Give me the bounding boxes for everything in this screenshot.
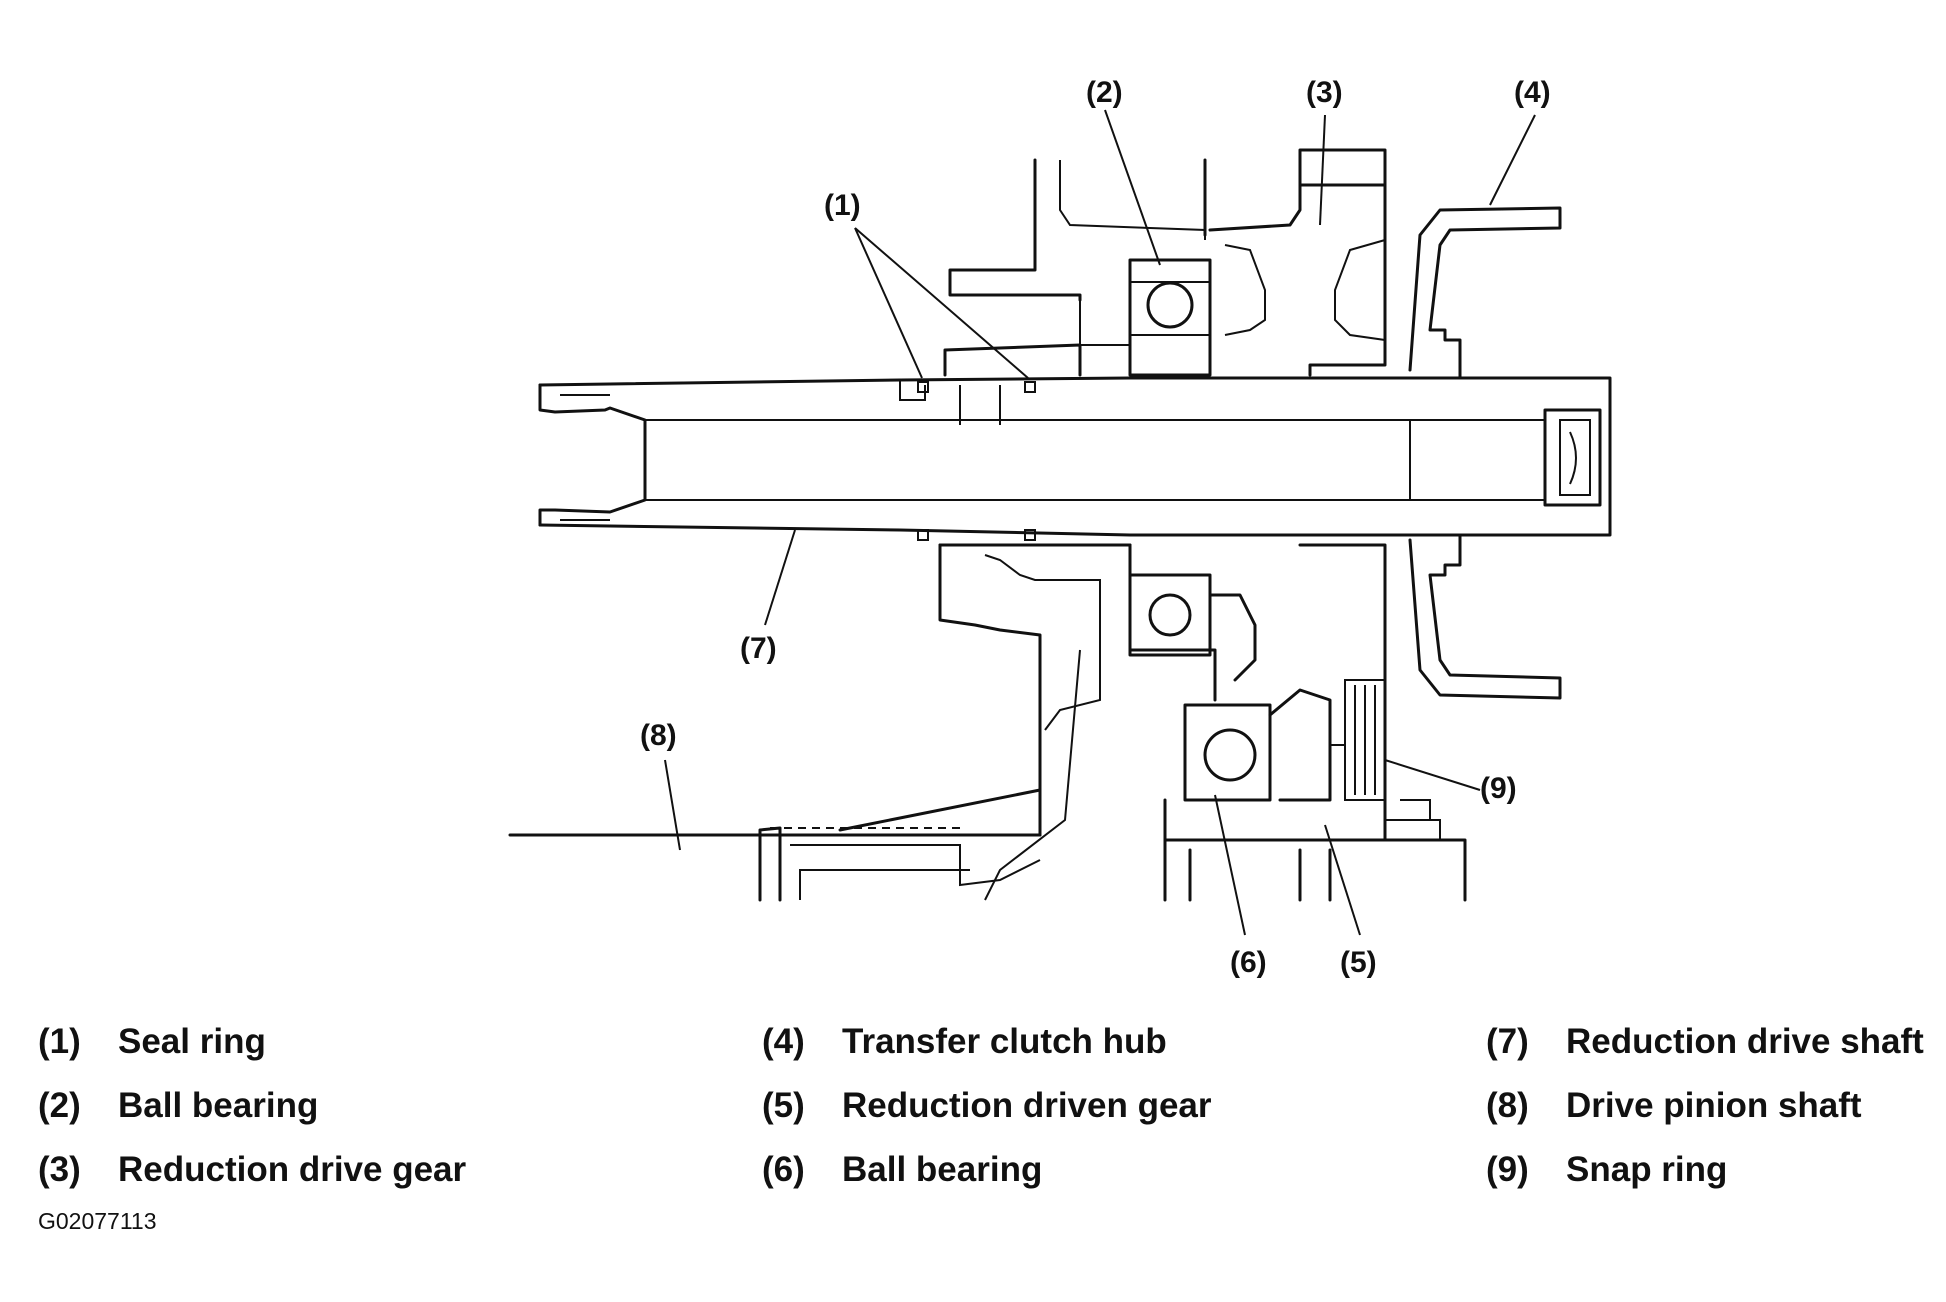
callout-3: (3): [1306, 76, 1343, 109]
legend-item-9: (9) Snap ring: [1486, 1150, 1727, 1190]
callout-7: (7): [740, 632, 777, 665]
ball-bearing-lower: [1183, 703, 1272, 802]
legend-item-7: (7) Reduction drive shaft: [1486, 1022, 1924, 1062]
legend-item-4: (4) Transfer clutch hub: [762, 1022, 1167, 1062]
ball-bearing-middle: [1128, 573, 1212, 657]
legend-item-2: (2) Ball bearing: [38, 1086, 318, 1126]
legend-item-8: (8) Drive pinion shaft: [1486, 1086, 1862, 1126]
legend-number: (3): [38, 1150, 81, 1189]
callout-8: (8): [640, 719, 677, 752]
legend-item-5: (5) Reduction driven gear: [762, 1086, 1212, 1126]
legend-text: Ball bearing: [118, 1086, 319, 1125]
figure-code: G02077113: [38, 1208, 157, 1234]
reduction-drive-shaft: [538, 376, 1612, 541]
legend-text: Snap ring: [1566, 1150, 1728, 1189]
callout-labels: (1) (2) (3) (4) (5) (6) (7) (8) (9): [640, 76, 1551, 979]
lower-assembly: [838, 543, 1467, 902]
legend-number: (4): [762, 1022, 805, 1061]
legend-item-6: (6) Ball bearing: [762, 1150, 1042, 1190]
callout-1: (1): [824, 189, 861, 222]
legend-number: (6): [762, 1150, 805, 1189]
legend-text: Seal ring: [118, 1022, 266, 1061]
legend-text: Reduction driven gear: [842, 1086, 1212, 1125]
transfer-clutch-hub: [1408, 206, 1562, 700]
legend-number: (1): [38, 1022, 81, 1061]
snap-ring: [1344, 679, 1386, 801]
legend-number: (8): [1486, 1086, 1529, 1125]
legend-text: Reduction drive shaft: [1566, 1022, 1924, 1061]
drive-pinion-shaft: [508, 649, 1081, 902]
callout-5: (5): [1340, 946, 1377, 979]
ball-bearing-upper: [1128, 258, 1212, 377]
legend-text: Drive pinion shaft: [1566, 1086, 1862, 1125]
leader-lines: [664, 109, 1536, 936]
legend-item-1: (1) Seal ring: [38, 1022, 266, 1062]
callout-2: (2): [1086, 76, 1123, 109]
callout-9: (9): [1480, 772, 1517, 805]
callout-4: (4): [1514, 76, 1551, 109]
legend-number: (5): [762, 1086, 805, 1125]
legend-text: Reduction drive gear: [118, 1150, 467, 1189]
legend-number: (9): [1486, 1150, 1529, 1189]
legend-item-3: (3) Reduction drive gear: [38, 1150, 466, 1190]
legend-text: Transfer clutch hub: [842, 1022, 1167, 1061]
legend-number: (7): [1486, 1022, 1529, 1061]
legend-text: Ball bearing: [842, 1150, 1043, 1189]
upper-assembly: [943, 148, 1387, 377]
cross-section-diagram: (1) (2) (3) (4) (5) (6) (7) (8) (9): [508, 76, 1612, 979]
legend-number: (2): [38, 1086, 81, 1125]
callout-6: (6): [1230, 946, 1267, 979]
